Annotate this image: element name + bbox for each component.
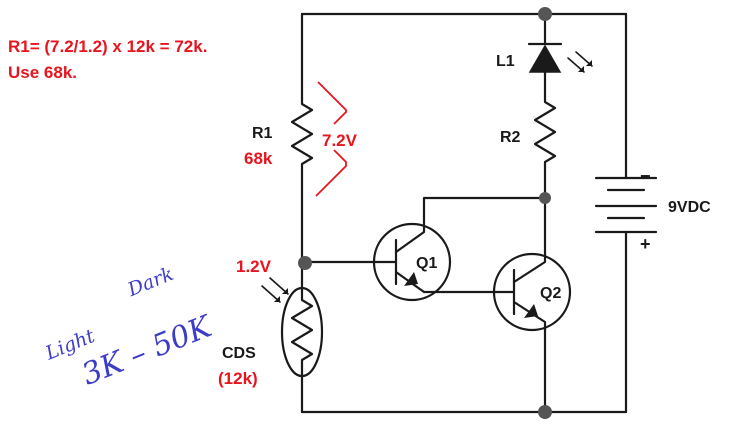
calc-line-2: Use 68k. <box>8 63 77 82</box>
transistor-q2-symbol <box>492 250 572 336</box>
cds-photoresistor-symbol <box>261 277 324 378</box>
battery-minus-label: − <box>640 166 651 186</box>
battery-plus-label: + <box>640 234 651 254</box>
led-l1-symbol <box>527 42 593 76</box>
r2-label: R2 <box>500 129 521 146</box>
resistor-r2-symbol <box>533 94 557 168</box>
battery-label: 9VDC <box>668 199 711 216</box>
node-collector <box>539 192 551 204</box>
handwriting-range: 3K – 50K <box>77 309 218 393</box>
r1-value-label: 68k <box>244 149 273 168</box>
node-bottom <box>538 405 552 419</box>
cds-value-label: (12k) <box>218 369 258 388</box>
handwriting-dark: Dark <box>124 263 177 301</box>
transistor-q1-symbol <box>372 222 452 302</box>
calc-line-1: R1= (7.2/1.2) x 12k = 72k. <box>8 37 207 56</box>
battery-symbol <box>594 176 658 234</box>
cds-label: CDS <box>222 345 256 362</box>
led-label: L1 <box>496 53 515 70</box>
q2-label: Q2 <box>540 285 561 302</box>
node-top <box>538 7 552 21</box>
voltage-bracket <box>315 81 347 197</box>
resistor-r1-symbol <box>290 96 314 172</box>
wire-q1-collector <box>422 196 547 230</box>
q1-label: Q1 <box>416 255 437 272</box>
r1-voltage-label: 7.2V <box>322 131 358 150</box>
node-base <box>298 256 312 270</box>
r1-label: R1 <box>252 125 273 142</box>
node-voltage-label: 1.2V <box>236 257 272 276</box>
